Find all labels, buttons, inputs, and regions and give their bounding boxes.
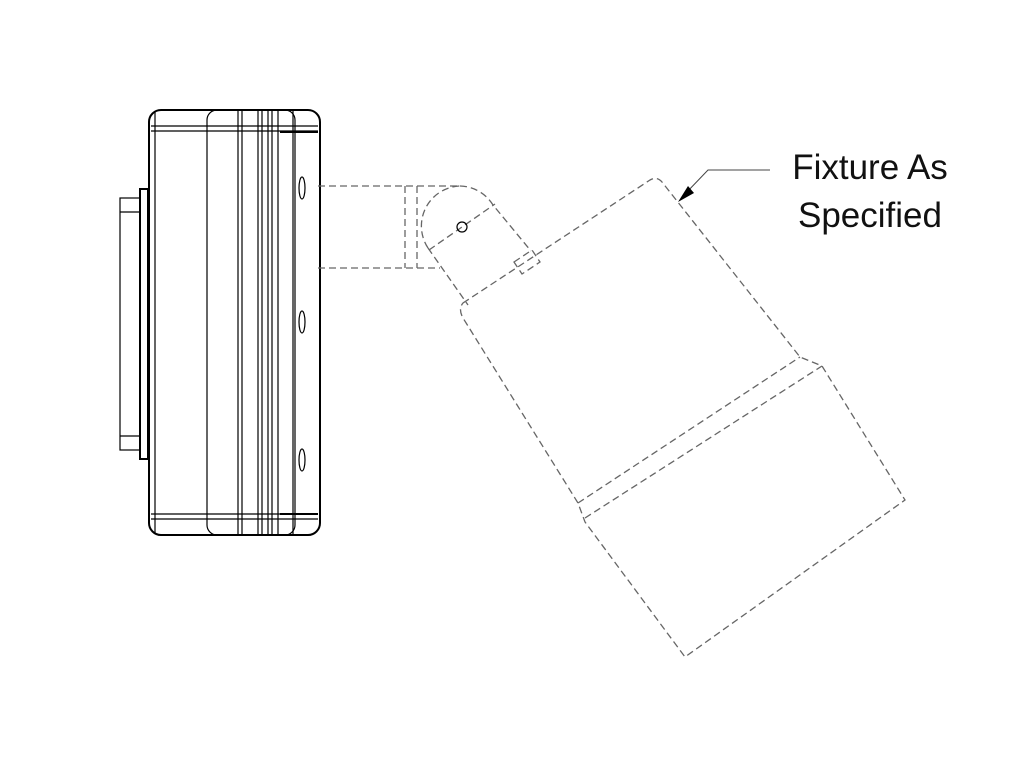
mounting-plate — [139, 188, 149, 460]
arm-and-knuckle — [318, 185, 541, 306]
screw-boss — [298, 310, 306, 334]
arrowhead-icon — [678, 186, 694, 202]
screw-boss — [298, 176, 306, 200]
junction-box — [119, 109, 321, 536]
leader-line — [678, 169, 770, 202]
callout-line-2: Specified — [798, 196, 942, 235]
mounting-flange — [119, 197, 141, 451]
callout-line-1: Fixture As — [792, 148, 948, 187]
fixture-outline — [459, 177, 906, 658]
screw-boss — [298, 448, 306, 472]
